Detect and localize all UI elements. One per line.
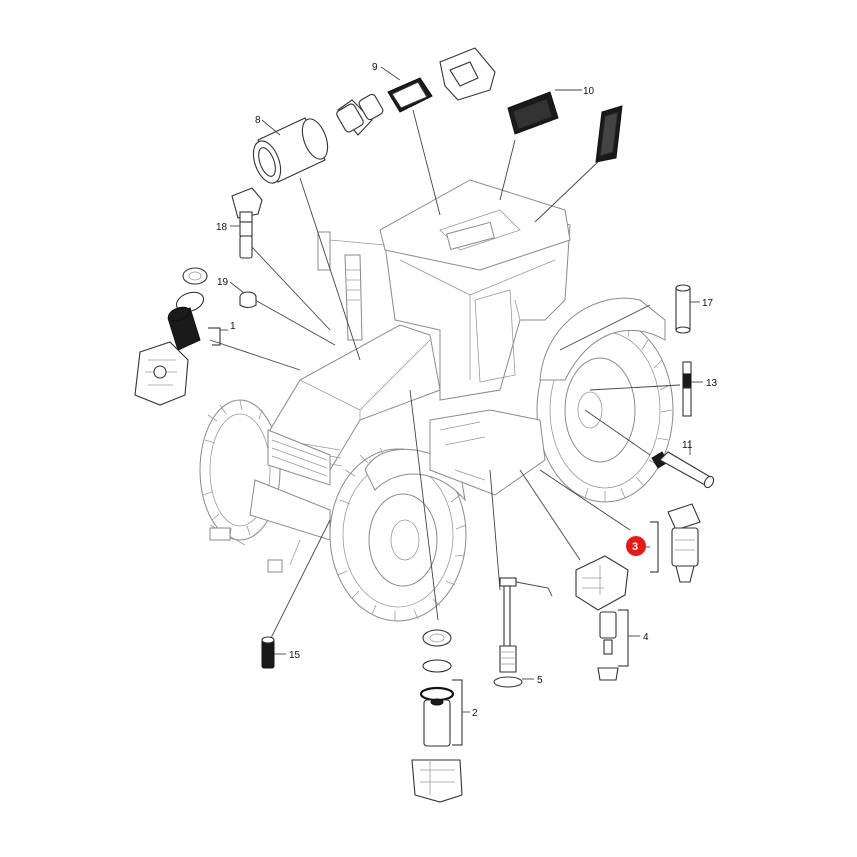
group-brackets	[208, 327, 659, 746]
part-separator-4[interactable]	[575, 555, 629, 681]
svg-text:10: 10	[583, 86, 595, 97]
part-filter-2[interactable]	[411, 629, 463, 803]
part-fuel-filter-18[interactable]	[231, 187, 263, 259]
part-filter-15[interactable]	[261, 636, 275, 669]
part-level-sender-5[interactable]	[493, 577, 553, 688]
svg-text:1: 1	[230, 321, 236, 332]
label-11[interactable]: 11	[682, 440, 693, 455]
part-filter-17[interactable]	[675, 284, 691, 334]
svg-text:3: 3	[632, 541, 638, 553]
svg-text:8: 8	[255, 115, 261, 126]
label-10[interactable]: 10	[555, 86, 595, 97]
tractor-illustration	[199, 179, 674, 622]
part-cap-19[interactable]	[239, 291, 257, 309]
svg-text:18: 18	[216, 222, 228, 233]
label-18[interactable]: 18	[216, 222, 240, 233]
part-filter-11[interactable]	[651, 451, 715, 489]
highlight-marker	[626, 536, 646, 556]
leader-lines	[209, 109, 681, 641]
part-cabin-filter-9[interactable]	[335, 47, 496, 136]
svg-text:2: 2	[472, 708, 478, 719]
part-filter-3[interactable]	[667, 503, 701, 583]
svg-text:15: 15	[289, 650, 301, 661]
label-17[interactable]: 17	[690, 298, 714, 309]
svg-text:17: 17	[702, 298, 714, 309]
label-5[interactable]: 5	[522, 675, 543, 686]
label-4[interactable]: 4	[628, 632, 649, 643]
part-filter-13[interactable]	[682, 361, 692, 417]
svg-text:9: 9	[372, 62, 378, 73]
label-19[interactable]: 19	[217, 277, 245, 294]
label-1[interactable]: 1	[220, 321, 236, 332]
part-labels: 1 2 3 4 5 8 9 10	[216, 62, 718, 719]
svg-text:13: 13	[706, 378, 718, 389]
svg-text:11: 11	[682, 440, 693, 451]
part-air-filter-outer[interactable]	[248, 116, 332, 187]
svg-text:5: 5	[537, 675, 543, 686]
label-2[interactable]: 2	[462, 708, 478, 719]
label-3-highlighted[interactable]: 3	[626, 536, 650, 556]
svg-text:19: 19	[217, 277, 229, 288]
label-15[interactable]: 15	[274, 650, 301, 661]
label-9[interactable]: 9	[372, 62, 401, 81]
label-13[interactable]: 13	[691, 378, 718, 389]
svg-text:4: 4	[643, 632, 649, 643]
part-filter-pads-10[interactable]	[507, 91, 623, 163]
part-oil-filter-1[interactable]	[134, 267, 208, 406]
label-8[interactable]: 8	[255, 115, 281, 136]
